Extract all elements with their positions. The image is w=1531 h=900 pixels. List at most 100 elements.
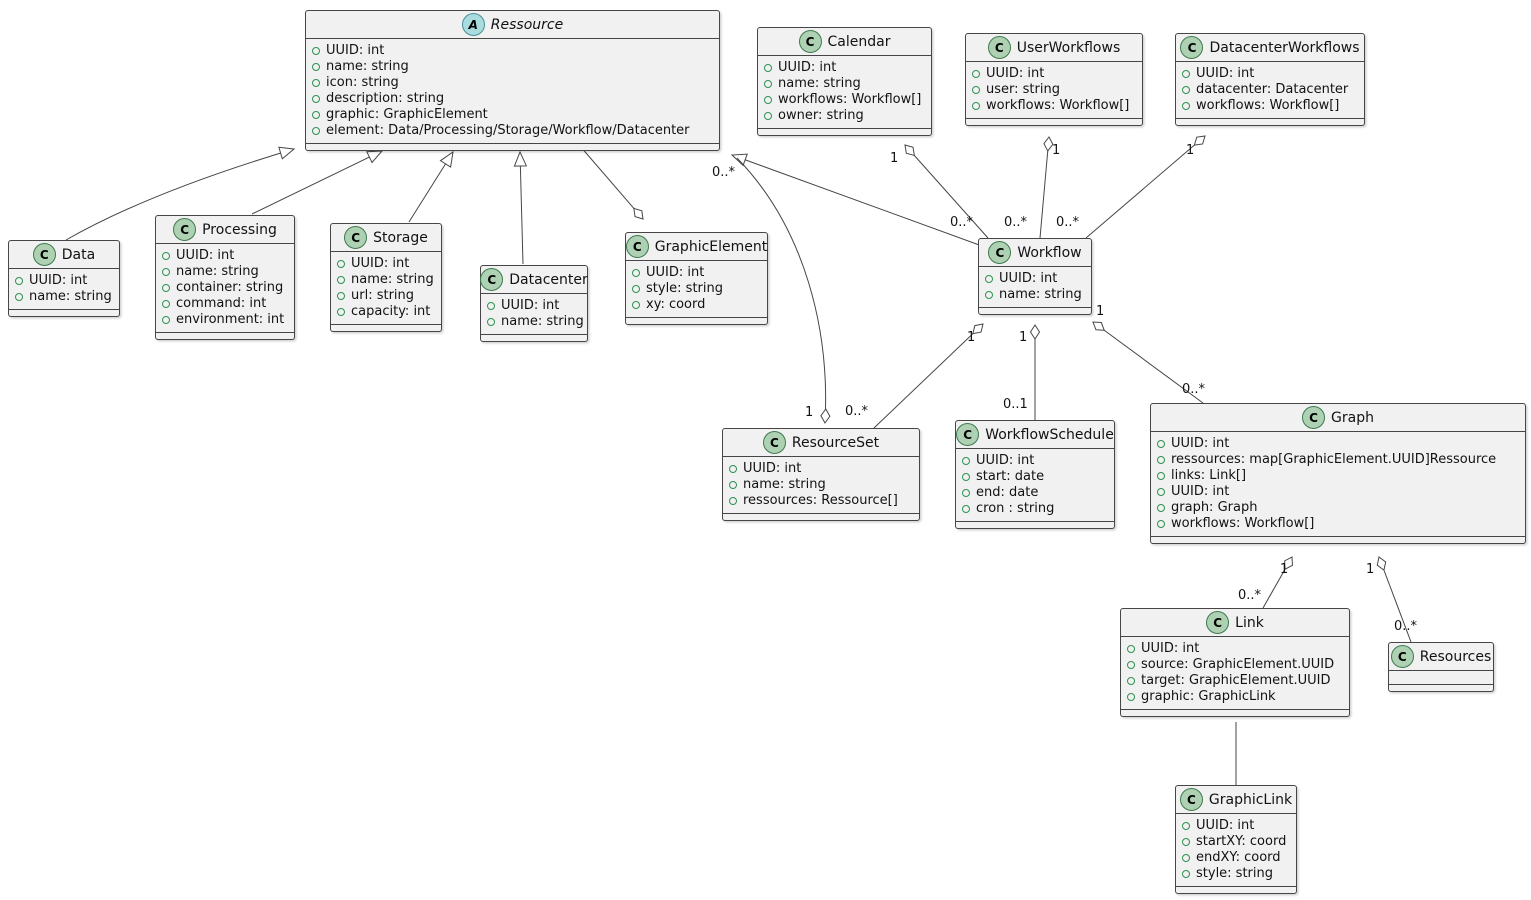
field-visibility-icon bbox=[972, 102, 980, 110]
class-methods-compartment bbox=[306, 143, 719, 150]
class-attribute: UUID: int bbox=[1141, 641, 1200, 656]
multiplicity-label: 0..* bbox=[1238, 588, 1262, 603]
edge-datacenterworkflows-workflow-aggregation bbox=[1085, 135, 1206, 239]
class-icon: C bbox=[32, 243, 56, 266]
class-attribute-row: start: date bbox=[962, 469, 1108, 485]
class-attribute: UUID: int bbox=[351, 256, 410, 271]
class-header: C Workflow bbox=[979, 239, 1091, 267]
class-header: C DatacenterWorkflows bbox=[1176, 34, 1364, 62]
field-visibility-icon bbox=[337, 260, 345, 268]
class-title: ResourceSet bbox=[791, 434, 880, 451]
field-visibility-icon bbox=[1182, 870, 1190, 878]
class-attribute-row: UUID: int bbox=[312, 43, 713, 59]
class-methods-compartment bbox=[156, 332, 294, 339]
class-attribute-row: graphic: GraphicLink bbox=[1127, 689, 1343, 705]
field-visibility-icon bbox=[1182, 854, 1190, 862]
edge-datacenter-extends-ressource bbox=[520, 152, 523, 265]
field-visibility-icon bbox=[1157, 472, 1165, 480]
class-attributes bbox=[1389, 671, 1493, 684]
class-attribute-row: graphic: GraphicElement bbox=[312, 107, 713, 123]
class-attribute-row: name: string bbox=[312, 59, 713, 75]
field-visibility-icon bbox=[312, 47, 320, 55]
multiplicity-label: 1 bbox=[1019, 330, 1027, 345]
class-attribute-row: workflows: Workflow[] bbox=[764, 92, 925, 108]
multiplicity-label: 1 bbox=[967, 330, 975, 345]
class-methods-compartment bbox=[331, 324, 441, 331]
class-icon: C bbox=[988, 241, 1012, 264]
class-icon: C bbox=[1390, 645, 1414, 668]
class-attribute: workflows: Workflow[] bbox=[1196, 98, 1340, 113]
field-visibility-icon bbox=[162, 268, 170, 276]
class-attribute: workflows: Workflow[] bbox=[778, 92, 922, 107]
class-attribute-row: source: GraphicElement.UUID bbox=[1127, 657, 1343, 673]
field-visibility-icon bbox=[1182, 102, 1190, 110]
class-header: C UserWorkflows bbox=[966, 34, 1142, 62]
class-header: C Graph bbox=[1151, 404, 1525, 432]
class-attribute-row: UUID: int bbox=[962, 453, 1108, 469]
class-attribute: UUID: int bbox=[743, 461, 802, 476]
class-methods-compartment bbox=[9, 309, 119, 316]
field-visibility-icon bbox=[162, 284, 170, 292]
class-attribute: workflows: Workflow[] bbox=[986, 98, 1130, 113]
class-icon: C bbox=[762, 431, 786, 454]
class-title: Link bbox=[1235, 614, 1264, 631]
class-attribute: startXY: coord bbox=[1196, 834, 1287, 849]
field-visibility-icon bbox=[632, 301, 640, 309]
field-visibility-icon bbox=[1127, 661, 1135, 669]
class-header: C GraphicElement bbox=[625, 233, 767, 261]
multiplicity-label: 1 bbox=[1096, 304, 1104, 319]
class-methods-compartment bbox=[1389, 684, 1493, 691]
class-attribute-row: endXY: coord bbox=[1182, 850, 1290, 866]
field-visibility-icon bbox=[1127, 677, 1135, 685]
field-visibility-icon bbox=[1182, 838, 1190, 846]
edge-userworkflows-workflow-aggregation bbox=[1039, 136, 1054, 239]
class-attribute-row: element: Data/Processing/Storage/Workflo… bbox=[312, 123, 713, 139]
class-attribute-row: name: string bbox=[15, 289, 113, 305]
field-visibility-icon bbox=[312, 111, 320, 119]
class-attribute-row: cron : string bbox=[962, 501, 1108, 517]
class-attribute-row: UUID: int bbox=[1157, 436, 1519, 452]
edge-graph-resources-aggregation bbox=[1376, 556, 1412, 643]
class-title: Graph bbox=[1331, 409, 1374, 426]
class-title: Processing bbox=[202, 221, 277, 238]
class-attribute-row: UUID: int bbox=[1157, 484, 1519, 500]
class-header: C Processing bbox=[156, 216, 294, 244]
field-visibility-icon bbox=[312, 95, 320, 103]
multiplicity-label: 1 bbox=[1052, 143, 1060, 158]
class-attribute-row: workflows: Workflow[] bbox=[972, 98, 1136, 114]
class-title: GraphicLink bbox=[1208, 791, 1293, 808]
class-header: C ResourceSet bbox=[723, 429, 919, 457]
field-visibility-icon bbox=[1182, 70, 1190, 78]
class-methods-compartment bbox=[1176, 118, 1364, 125]
class-attribute: start: date bbox=[976, 469, 1045, 484]
class-attribute: name: string bbox=[351, 272, 434, 287]
multiplicity-label: 0..* bbox=[712, 165, 736, 180]
class-attribute-row: UUID: int bbox=[729, 461, 913, 477]
field-visibility-icon bbox=[337, 308, 345, 316]
multiplicity-label: 0..* bbox=[1004, 215, 1028, 230]
field-visibility-icon bbox=[337, 276, 345, 284]
field-visibility-icon bbox=[1182, 822, 1190, 830]
multiplicity-label: 0..* bbox=[1182, 382, 1206, 397]
field-visibility-icon bbox=[962, 473, 970, 481]
class-header: A Ressource bbox=[306, 11, 719, 39]
class-attribute-row: name: string bbox=[985, 287, 1085, 303]
field-visibility-icon bbox=[962, 489, 970, 497]
field-visibility-icon bbox=[1127, 645, 1135, 653]
class-attribute: style: string bbox=[646, 281, 724, 296]
class-title: Workflow bbox=[1017, 244, 1082, 261]
class-attribute-row: environment: int bbox=[162, 312, 288, 328]
